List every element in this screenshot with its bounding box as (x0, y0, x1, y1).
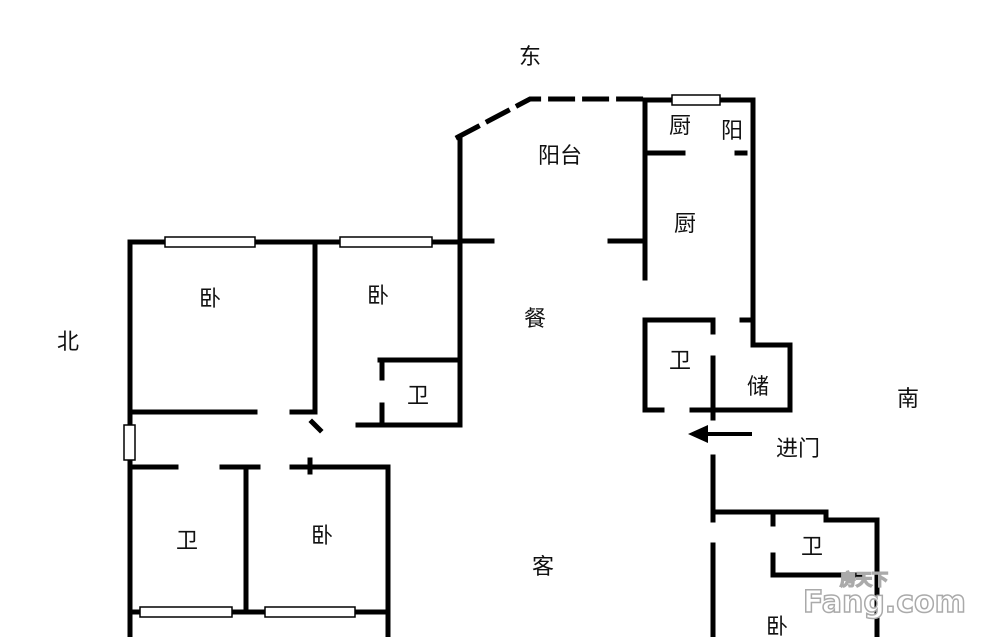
entrance-label: 进门 (776, 437, 820, 462)
windows (123, 94, 721, 618)
window (123, 424, 136, 461)
room-storage: 储 (747, 375, 769, 400)
window (339, 236, 433, 248)
room-bath-ensuite: 卫 (407, 384, 429, 409)
room-bath-sw: 卫 (176, 529, 198, 554)
entrance-arrow-icon (688, 425, 752, 443)
room-bath-center: 卫 (669, 349, 691, 374)
window (264, 606, 356, 618)
room-bath-se: 卫 (801, 535, 823, 560)
balcony-dashed-edge (454, 96, 646, 141)
walls (127, 96, 880, 637)
compass-south: 南 (897, 387, 919, 412)
room-dining: 餐 (524, 307, 546, 332)
room-balcony: 阳台 (538, 144, 582, 169)
watermark-logo: 房天下 Fang.com (802, 569, 966, 621)
room-kitchen-small: 厨 (669, 114, 691, 139)
svg-text:Fang.com: Fang.com (803, 585, 966, 620)
room-bedroom-nw: 卧 (199, 287, 221, 312)
room-bedroom-n2: 卧 (367, 284, 389, 309)
labels: 东 北 南 阳台 厨 阳 厨 卧 卧 餐 卫 储 卫 进门 卫 卧 客 卫 卧 (57, 45, 919, 637)
svg-text:房天下: 房天下 (840, 570, 888, 589)
room-balcony-small: 阳 (721, 119, 743, 144)
room-bedroom-sw: 卧 (311, 524, 333, 549)
window (164, 236, 256, 248)
room-bedroom-se: 卧 (766, 615, 788, 637)
window (671, 94, 721, 106)
window (139, 606, 233, 618)
compass-north: 北 (57, 330, 79, 355)
room-living: 客 (532, 555, 554, 580)
room-kitchen: 厨 (674, 212, 696, 237)
compass-east: 东 (519, 45, 541, 70)
